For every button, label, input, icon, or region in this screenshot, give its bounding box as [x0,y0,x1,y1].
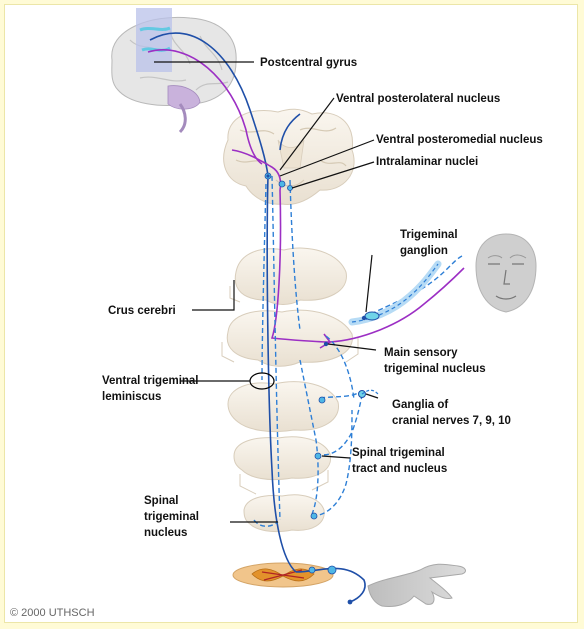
copyright-notice: © 2000 UTHSCH [10,607,95,619]
label-spinal-trig-nucleus-line3: nucleus [144,527,187,539]
label-main-sensory-line1: Main sensory [384,347,458,359]
midbrain-slice-lower [221,309,359,367]
label-intralaminar-nuclei: Intralaminar nuclei [376,156,478,168]
neuron-markers [264,172,337,575]
label-trigeminal-ganglion-line1: Trigeminal [400,229,458,241]
label-spinal-trig-nucleus-line2: trigeminal [144,511,199,523]
label-ganglia-cranial-line1: Ganglia of [392,399,448,411]
label-vpl-nucleus: Ventral posterolateral nucleus [336,93,500,105]
cranial-ganglia [358,389,379,398]
label-spinal-trig-tract-line2: tract and nucleus [352,463,447,475]
medulla-slice-2 [233,436,331,495]
hand-icon [367,563,466,607]
trigeminal-ganglion [348,260,442,326]
trigeminal-lemniscus-pathway [147,49,465,349]
label-ventral-trig-lemniscus-line2: leminiscus [102,391,161,403]
label-postcentral-gyrus: Postcentral gyrus [260,57,357,69]
label-ganglia-cranial-line2: cranial nerves 7, 9, 10 [392,415,511,427]
label-spinal-trig-tract-line1: Spinal trigeminal [352,447,445,459]
face-icon [475,233,537,313]
label-ventral-trig-lemniscus-line1: Ventral trigeminal [102,375,199,387]
midbrain-slice-upper [229,247,347,305]
spinal-cord-section [232,562,334,588]
dorsal-column-pathway [149,32,366,603]
terminal-dots [266,174,367,605]
label-trigeminal-ganglion-line2: ganglion [400,245,448,257]
label-vpm-nucleus: Ventral posteromedial nucleus [376,134,543,146]
label-spinal-trig-nucleus-line1: Spinal [144,495,179,507]
brain-lateral-view [111,8,237,134]
spinal-trigeminal-pathway [253,175,463,527]
label-crus-cerebri: Crus cerebri [108,305,176,317]
leader-lines [154,61,379,523]
coronal-plane-marker [136,8,172,72]
label-main-sensory-line2: trigeminal nucleus [384,363,486,375]
medulla-slice-1 [227,381,339,433]
